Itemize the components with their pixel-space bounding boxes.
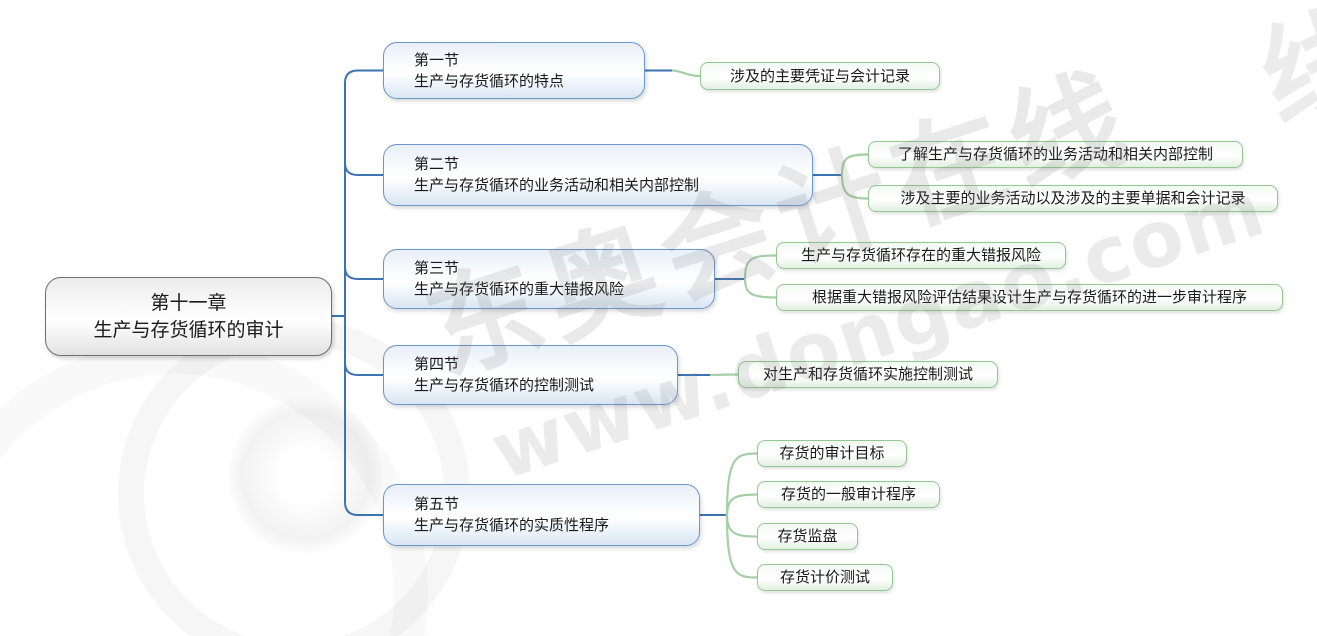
leaf2-1-label: 了解生产与存货循环的业务活动和相关内部控制	[897, 145, 1213, 163]
leaf-node-3-2[interactable]: 根据重大错报风险评估结果设计生产与存货循环的进一步审计程序	[776, 284, 1283, 311]
branch4-title: 第四节	[414, 355, 460, 373]
branch1-title: 第一节	[414, 50, 460, 69]
leaf5-1-label: 存货的审计目标	[779, 444, 885, 462]
leaf-node-5-4[interactable]: 存货计价测试	[757, 564, 893, 591]
leaf5-3-label: 存货监盘	[777, 527, 838, 545]
branch2-title: 第二节	[414, 155, 460, 173]
leaf5-4-label: 存货计价测试	[779, 568, 870, 586]
branch5-subtitle: 生产与存货循环的实质性程序	[414, 516, 610, 534]
leaf1-1-label: 涉及的主要凭证与会计记录	[729, 66, 910, 85]
branch-node-4[interactable]: 第四节 生产与存货循环的控制测试	[383, 345, 678, 405]
branch1-subtitle: 生产与存货循环的特点	[414, 71, 565, 90]
branch-node-1[interactable]: 第一节 生产与存货循环的特点	[383, 42, 645, 99]
root-title-line2: 生产与存货循环的审计	[93, 318, 284, 341]
leaf-node-5-1[interactable]: 存货的审计目标	[757, 440, 907, 467]
leaf-node-5-2[interactable]: 存货的一般审计程序	[757, 481, 940, 508]
branch3-elbow	[344, 266, 383, 280]
branch4-subtitle: 生产与存货循环的控制测试	[414, 376, 595, 394]
leaf-connector-1-1	[671, 69, 701, 78]
leaf3-1-label: 生产与存货循环存在的重大错报风险	[800, 246, 1041, 264]
leaf3-2-label: 根据重大错报风险评估结果设计生产与存货循环的进一步审计程序	[811, 288, 1247, 306]
branch-node-5[interactable]: 第五节 生产与存货循环的实质性程序	[383, 484, 700, 546]
leaf-connector-2-1	[840, 153, 869, 176]
leaf-node-5-3[interactable]: 存货监盘	[757, 523, 858, 550]
leaf-connector-2-2	[840, 174, 869, 200]
leaf2-2-label: 涉及主要的业务活动以及涉及的主要单据和会计记录	[900, 189, 1246, 207]
leaf5-2-label: 存货的一般审计程序	[780, 485, 916, 503]
leaf-node-2-1[interactable]: 了解生产与存货循环的业务活动和相关内部控制	[868, 141, 1243, 168]
leaf-connector-5-2	[725, 493, 758, 516]
branch4-elbow	[344, 362, 383, 376]
branch3-subtitle: 生产与存货循环的重大错报风险	[414, 280, 625, 298]
leaf-node-2-2[interactable]: 涉及主要的业务活动以及涉及的主要单据和会计记录	[868, 185, 1278, 212]
leaf-connector-5-1	[725, 452, 758, 516]
leaf-connector-3-2	[743, 278, 777, 299]
leaf-node-4-1[interactable]: 对生产和存货循环实施控制测试	[738, 361, 998, 388]
root-node[interactable]: 第十一章 生产与存货循环的审计	[45, 277, 332, 356]
leaf-connector-3-1	[743, 254, 777, 280]
leaf-connector-4-1	[709, 373, 739, 377]
trunk-connector	[344, 69, 383, 516]
branch2-subtitle: 生产与存货循环的业务活动和相关内部控制	[414, 176, 700, 194]
branch5-title: 第五节	[414, 495, 460, 513]
leaf-node-1-1[interactable]: 涉及的主要凭证与会计记录	[700, 62, 940, 90]
branch-node-2[interactable]: 第二节 生产与存货循环的业务活动和相关内部控制	[383, 144, 813, 206]
leaf4-1-label: 对生产和存货循环实施控制测试	[762, 365, 973, 383]
leaf-connector-5-4	[725, 514, 758, 579]
leaf-connector-5-3	[725, 514, 758, 538]
leaf-node-3-1[interactable]: 生产与存货循环存在的重大错报风险	[776, 242, 1066, 269]
branch3-title: 第三节	[414, 259, 460, 277]
root-title-line1: 第十一章	[150, 291, 227, 314]
branch2-elbow	[344, 162, 383, 176]
branch-node-3[interactable]: 第三节 生产与存货循环的重大错报风险	[383, 249, 715, 309]
